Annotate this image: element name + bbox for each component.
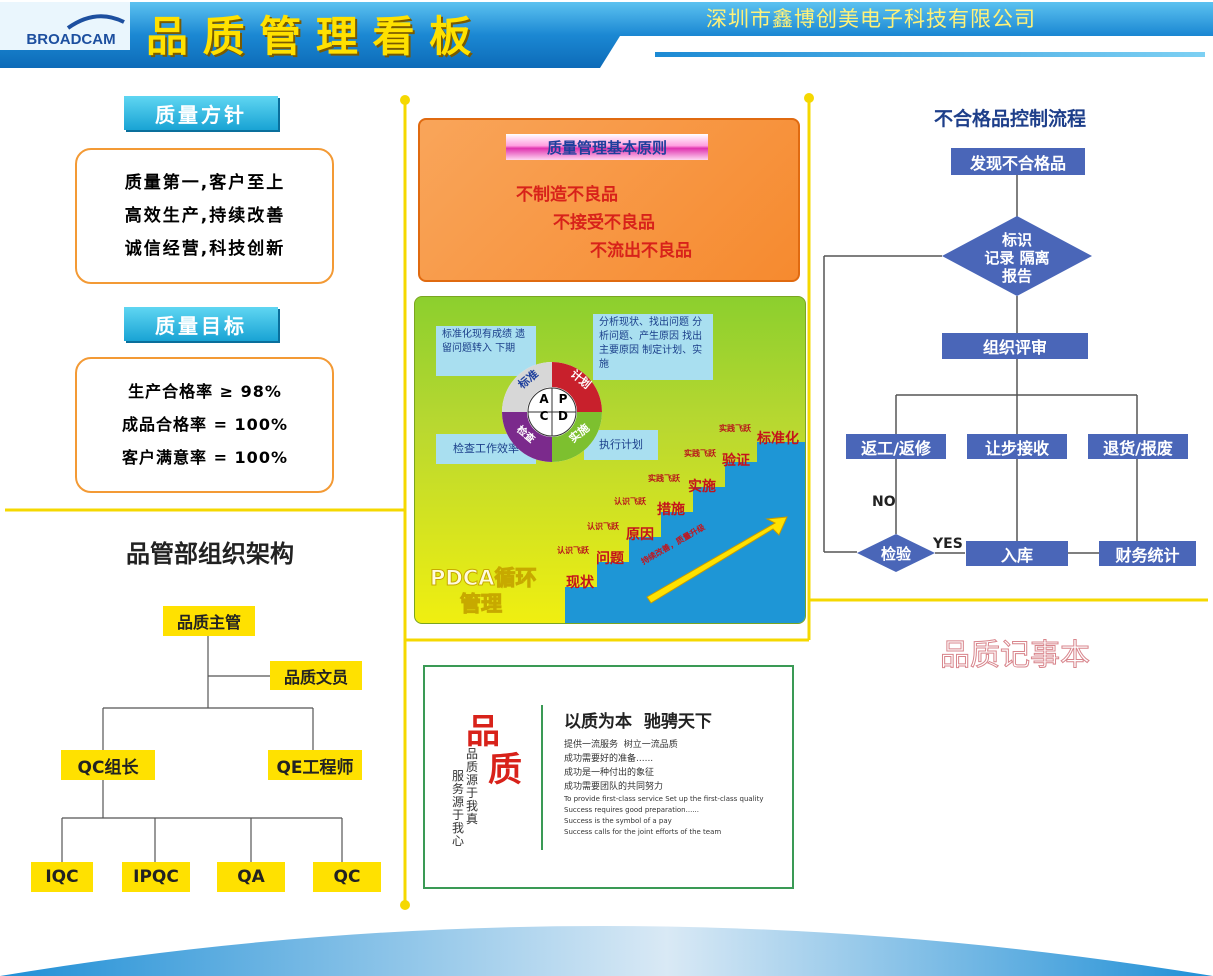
- flow-discover: 发现不合格品: [951, 148, 1085, 175]
- org-head: 品质主管: [163, 606, 255, 636]
- org-leaf-qa: QA: [217, 862, 285, 892]
- pdca-wheel: [502, 362, 602, 462]
- motto-divider: [541, 705, 543, 850]
- org-leaf-ipqc: IPQC: [122, 862, 190, 892]
- motto-en-2: Success requires good preparation......: [564, 806, 699, 814]
- brand-logo: BROADCAM: [26, 30, 116, 48]
- company-name: 深圳市鑫博创美电子科技有限公司: [706, 7, 1036, 31]
- policy-frame: [75, 148, 334, 284]
- page-title: 品 质 管 理 看 板: [146, 12, 472, 61]
- flow-title: 不合格品控制流程: [933, 108, 1086, 130]
- motto-en-4: Success calls for the joint efforts of t…: [564, 828, 722, 836]
- motto-en-1: To provide first-class service Set up th…: [564, 795, 764, 803]
- target-tag: 质量目标: [124, 307, 278, 341]
- pdca-step-2: 问题: [596, 551, 624, 567]
- pdca-note-tl: 标准化现有成绩 遗留问题转入 下期: [436, 326, 536, 376]
- target-frame: [75, 357, 334, 493]
- pdca-letter-p: P: [558, 392, 568, 406]
- flow-diamond-1: 标识: [1001, 231, 1032, 249]
- motto-vertical-2: 服务源于我心: [452, 769, 465, 848]
- flow-diamond-2: 记录 隔离: [984, 249, 1050, 267]
- flow-return: 退货/报废: [1088, 434, 1188, 459]
- pdca-step-tag-2: 认识飞跃: [587, 522, 619, 531]
- motto-en-3: Success is the symbol of a pay: [564, 817, 672, 825]
- pdca-step-tag-5: 实践飞跃: [684, 449, 716, 458]
- target-line-2: 成品合格率 = 100%: [122, 415, 288, 434]
- org-leaf-iqc: IQC: [31, 862, 93, 892]
- pdca-step-6: 验证: [722, 453, 750, 469]
- flow-no-label: NO: [872, 494, 896, 510]
- motto-frame: [423, 665, 794, 889]
- motto-cn-1: 提供一流服务 树立一流品质: [564, 740, 678, 750]
- flow-inspect: 检验: [880, 544, 911, 563]
- pdca-label-1: PDCA循环: [430, 566, 537, 591]
- motto-cn-3: 成功是一种付出的象征: [564, 768, 655, 778]
- motto-heading: 以质为本 驰骋天下: [564, 712, 712, 732]
- pdca-step-4: 措施: [657, 502, 685, 518]
- flow-rework: 返工/返修: [846, 434, 946, 459]
- pdca-step-tag-3: 认识飞跃: [614, 497, 646, 506]
- logo-swoosh-icon: [66, 14, 125, 30]
- pdca-note-tr: 分析现状、找出问题 分析问题、产生原因 找出主要原因 制定计划、实施: [593, 314, 713, 380]
- pdca-step-1: 现状: [566, 575, 594, 591]
- pdca-step-tag-6: 实践飞跃: [719, 424, 751, 433]
- flow-diamond-3: 报告: [1001, 267, 1032, 285]
- principles-title: 质量管理基本原则: [506, 134, 708, 160]
- principle-1: 不制造不良品: [516, 185, 618, 205]
- org-qc-leader: QC组长: [61, 750, 155, 780]
- principle-2: 不接受不良品: [553, 213, 655, 233]
- pdca-step-7: 标准化: [757, 431, 799, 447]
- flow-yes-label: YES: [933, 536, 963, 552]
- flow-finance: 财务统计: [1099, 541, 1196, 566]
- policy-line-1: 质量第一,客户至上: [124, 173, 286, 193]
- pdca-label-2: 管理: [460, 592, 503, 617]
- target-line-1: 生产合格率 ≥ 98%: [128, 382, 282, 401]
- policy-line-2: 高效生产,持续改善: [124, 206, 286, 226]
- flow-concession: 让步接收: [967, 434, 1067, 459]
- pdca-step-tag-4: 实践飞跃: [648, 474, 680, 483]
- motto-big-2: 质: [488, 750, 522, 790]
- pdca-step-5: 实施: [688, 479, 716, 495]
- motto-vertical-1: 品质源于我真: [466, 747, 479, 826]
- org-connectors: [61, 635, 343, 862]
- org-clerk: 品质文员: [270, 661, 362, 690]
- target-line-3: 客户满意率 = 100%: [122, 448, 288, 467]
- org-leaf-qc: QC: [313, 862, 381, 892]
- org-qe: QE工程师: [268, 750, 362, 780]
- pdca-letter-d: D: [558, 409, 568, 423]
- motto-cn-2: 成功需要好的准备......: [564, 754, 654, 764]
- pdca-letter-c: C: [539, 409, 549, 423]
- motto-cn-4: 成功需要团队的共同努力: [564, 782, 664, 792]
- policy-line-3: 诚信经营,科技创新: [124, 239, 286, 259]
- motto-big-1: 品: [466, 712, 500, 752]
- header-banner: BROADCAM 品 质 管 理 看 板 深圳市鑫博创美电子科技有限公司: [0, 0, 1213, 70]
- pdca-step-3: 原因: [626, 527, 654, 543]
- org-title: 品管部组织架构: [126, 540, 294, 568]
- footer-wave: [0, 926, 1213, 976]
- flow-review: 组织评审: [942, 333, 1088, 359]
- flow-connectors: [823, 175, 1138, 572]
- policy-tag: 质量方针: [124, 96, 278, 130]
- pdca-step-tag-1: 认识飞跃: [557, 546, 589, 555]
- principle-3: 不流出不良品: [590, 241, 692, 261]
- flow-stock: 入库: [966, 541, 1068, 566]
- notebook-title: 品质记事本: [940, 638, 1091, 674]
- pdca-letter-a: A: [539, 392, 549, 406]
